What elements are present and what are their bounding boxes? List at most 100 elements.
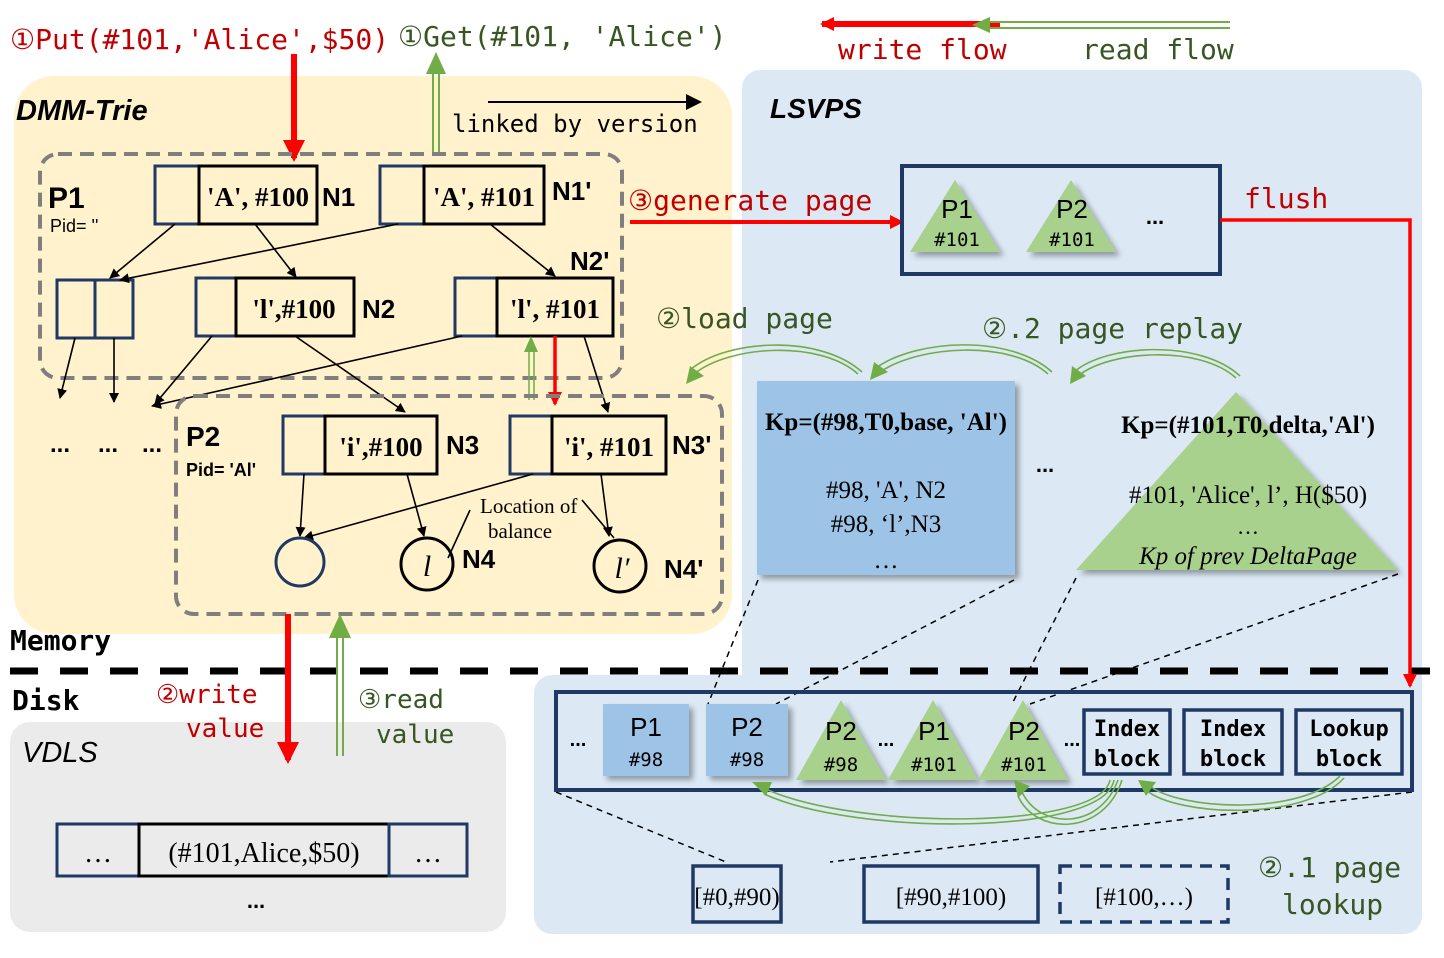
base-page-row-3: … bbox=[874, 547, 899, 574]
memory-layer-label: Memory bbox=[10, 624, 111, 657]
base-page bbox=[757, 381, 1015, 575]
p1-children-ellipsis-3: ... bbox=[142, 431, 162, 458]
index-block-1 bbox=[1082, 708, 1172, 776]
buffer-page-p2-name: P2 bbox=[1056, 194, 1088, 224]
dmm-trie-region bbox=[14, 76, 732, 634]
leaf-node-n4 bbox=[399, 536, 455, 592]
write-value-label-1: ②write bbox=[156, 680, 258, 710]
flush-arrow bbox=[1220, 218, 1417, 688]
disk-file-ellipsis-end: ... bbox=[1064, 729, 1081, 751]
disk-base-page-p1 bbox=[603, 704, 689, 776]
node-n3: 'i',#100 N3 bbox=[281, 414, 479, 476]
range-block-1-text: [#0,#90) bbox=[694, 884, 779, 911]
delta-page-row-2: … bbox=[1237, 514, 1259, 539]
linked-by-version-label: linked by version bbox=[452, 110, 698, 138]
read-value-label-1: ③read bbox=[358, 685, 444, 715]
disk-delta-page-p2-101-version: #101 bbox=[1001, 754, 1047, 776]
disk-base-page-p2-name: P2 bbox=[731, 712, 763, 742]
page-replay-label: ②.2 page replay bbox=[982, 312, 1243, 345]
buffer-page-p1 bbox=[910, 180, 1000, 252]
index-block-2-line1: Index bbox=[1200, 717, 1266, 742]
page-replay-arrows bbox=[689, 344, 1241, 379]
delta-page-key: Kp=(#101,T0,delta,'Al') bbox=[1121, 412, 1375, 439]
node-n1: 'A', #100 N1 bbox=[153, 164, 355, 226]
node-n1-text: 'A', #100 bbox=[207, 182, 309, 212]
lsvps-title: LSVPS bbox=[770, 93, 862, 124]
page-p2-pid: Pid= 'Al' bbox=[186, 460, 256, 480]
disk-base-page-p1-version: #98 bbox=[629, 749, 663, 771]
index-block-1-line2: block bbox=[1094, 747, 1160, 772]
node-n2-id: N2 bbox=[362, 294, 395, 324]
read-flow-legend-label: read flow bbox=[1082, 33, 1234, 66]
delta-page-row-3: Kp of prev DeltaPage bbox=[1138, 543, 1357, 570]
disk-layer-label: Disk bbox=[12, 684, 80, 717]
leaf-node-empty bbox=[274, 536, 326, 588]
node-n1-prime: 'A', #101 N1' bbox=[378, 164, 591, 226]
disk-delta-page-p2-101-name: P2 bbox=[1008, 716, 1040, 746]
get-operation: ①Get(#101, 'Alice') bbox=[398, 20, 727, 53]
vdls-title: VDLS bbox=[22, 737, 98, 769]
generate-page-label: ③generate page bbox=[628, 184, 872, 217]
vdls-record-right-ellipsis: … bbox=[414, 838, 442, 869]
vdls-record-value: (#101,Alice,$50) bbox=[168, 838, 359, 869]
node-n2-prime-text: 'l', #101 bbox=[510, 294, 600, 324]
page-lookup-arrows bbox=[763, 775, 1345, 825]
read-value-arrow bbox=[329, 614, 351, 756]
p1-children-ellipsis-2: ... bbox=[98, 431, 118, 458]
index-block-1-line1: Index bbox=[1094, 717, 1160, 742]
read-value-label-2: value bbox=[376, 720, 454, 750]
buffer-page-p2-version: #101 bbox=[1049, 229, 1095, 251]
lookup-arrowhead-2 bbox=[1014, 780, 1030, 798]
node-n1-id: N1 bbox=[322, 182, 355, 212]
memory-disk-gap bbox=[0, 634, 742, 674]
get-read-arrow bbox=[426, 52, 446, 156]
buffer-page-p1-version: #101 bbox=[934, 229, 980, 251]
lookup-block bbox=[1294, 708, 1404, 776]
disk-base-page-p2 bbox=[706, 704, 788, 776]
page-p1-pid: Pid= '' bbox=[50, 216, 98, 236]
dmm-trie-title: DMM-Trie bbox=[16, 95, 148, 127]
disk-delta-page-p1-101 bbox=[888, 700, 978, 780]
node-n3-text: 'i',#100 bbox=[339, 432, 422, 462]
p1-children-ellipsis-1: ... bbox=[50, 431, 70, 458]
page-lookup-label-2: lookup bbox=[1282, 888, 1383, 921]
disk-delta-page-p1-101-version: #101 bbox=[911, 754, 957, 776]
node-n3-prime: 'i', #101 N3' bbox=[508, 414, 711, 476]
lookup-arrowhead-1 bbox=[752, 782, 772, 796]
leaf-node-n4-id: N4 bbox=[462, 544, 496, 574]
node-n2-prime: 'l', #101 N2' bbox=[453, 246, 615, 338]
disk-delta-page-p2-98 bbox=[796, 700, 886, 780]
page-p2-label: P2 bbox=[186, 421, 220, 452]
write-value-label-2: value bbox=[186, 714, 264, 744]
node-n2-text: 'l',#100 bbox=[252, 294, 335, 324]
delta-page-row-1: #101, 'Alice', l’, H($50) bbox=[1129, 482, 1367, 509]
disk-base-page-p2-version: #98 bbox=[730, 749, 764, 771]
range-block-1 bbox=[691, 864, 783, 924]
disk-delta-page-p2-98-name: P2 bbox=[825, 716, 857, 746]
buffer-page-p1-name: P1 bbox=[941, 194, 973, 224]
disk-file-ellipsis-start: ... bbox=[570, 729, 587, 751]
p2-edges bbox=[295, 473, 615, 559]
leaf-node-n4-prime-value: l′ bbox=[615, 552, 630, 585]
trie-edges bbox=[57, 223, 611, 413]
vdls-more-ellipsis: ... bbox=[247, 888, 265, 913]
page-p1-label: P1 bbox=[48, 182, 85, 215]
leaf-node-n4-prime-id: N4' bbox=[664, 554, 703, 584]
node-n3-prime-id: N3' bbox=[672, 430, 711, 460]
n2-n3-read-arrow bbox=[524, 336, 538, 400]
load-page-label: ②load page bbox=[656, 302, 833, 335]
replay-arrowhead-2 bbox=[1070, 366, 1086, 384]
node-n3-prime-text: 'i', #101 bbox=[564, 432, 654, 462]
vdls-region bbox=[10, 722, 506, 932]
balance-annotation-line1: Location of bbox=[480, 494, 577, 518]
buffer-page-p2 bbox=[1026, 180, 1116, 252]
range-block-3 bbox=[1058, 864, 1230, 924]
disk-file-ellipsis-mid: ... bbox=[878, 729, 895, 751]
disk-base-page-p1-name: P1 bbox=[630, 712, 662, 742]
base-page-row-1: #98, 'A', N2 bbox=[826, 477, 946, 504]
node-n2-prime-id: N2' bbox=[570, 246, 609, 276]
range-block-3-text: [#100,…) bbox=[1095, 884, 1193, 911]
load-page-arrowhead bbox=[686, 366, 704, 384]
delta-page bbox=[1076, 392, 1398, 570]
index-block-2 bbox=[1182, 708, 1284, 776]
